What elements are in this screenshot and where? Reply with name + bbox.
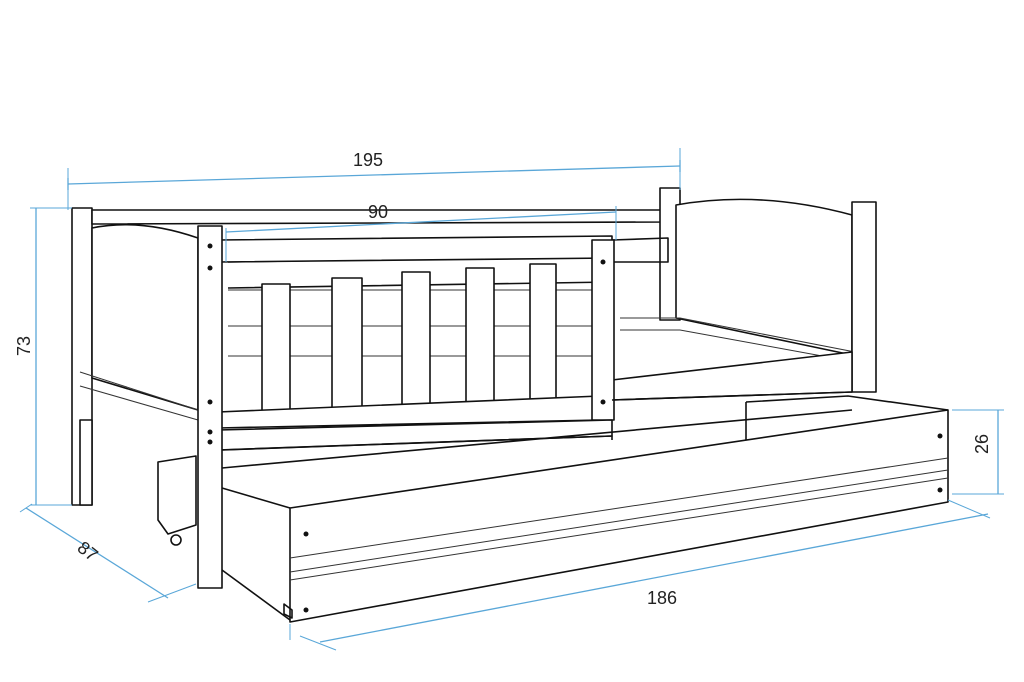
- dim-label-73: 73: [14, 336, 34, 356]
- dimension-186: 186: [289, 499, 991, 651]
- left-front-post: [197, 225, 223, 589]
- dim-label-90: 90: [368, 202, 388, 222]
- dim-label-26: 26: [972, 434, 992, 454]
- right-back-post: [659, 187, 681, 321]
- guard-rail-top: [217, 235, 613, 263]
- dim-label-186: 186: [647, 588, 677, 608]
- dimension-90: 90: [225, 202, 617, 262]
- guard-rail-slats: [261, 263, 557, 421]
- dimension-195: 195: [67, 148, 681, 210]
- drawer-front: [289, 409, 949, 623]
- left-headboard-panel: [91, 223, 199, 411]
- dimension-26: 26: [952, 409, 1004, 495]
- bed-frame: [71, 187, 877, 589]
- dimension-73: 73: [14, 207, 72, 506]
- right-front-post: [851, 201, 877, 393]
- drawer-caster: [157, 455, 197, 535]
- left-back-leg: [79, 419, 93, 506]
- guard-rail-post: [591, 239, 615, 421]
- right-footboard-panel: [675, 198, 853, 356]
- trundle-drawer: [221, 395, 949, 623]
- dim-label-195: 195: [353, 150, 383, 170]
